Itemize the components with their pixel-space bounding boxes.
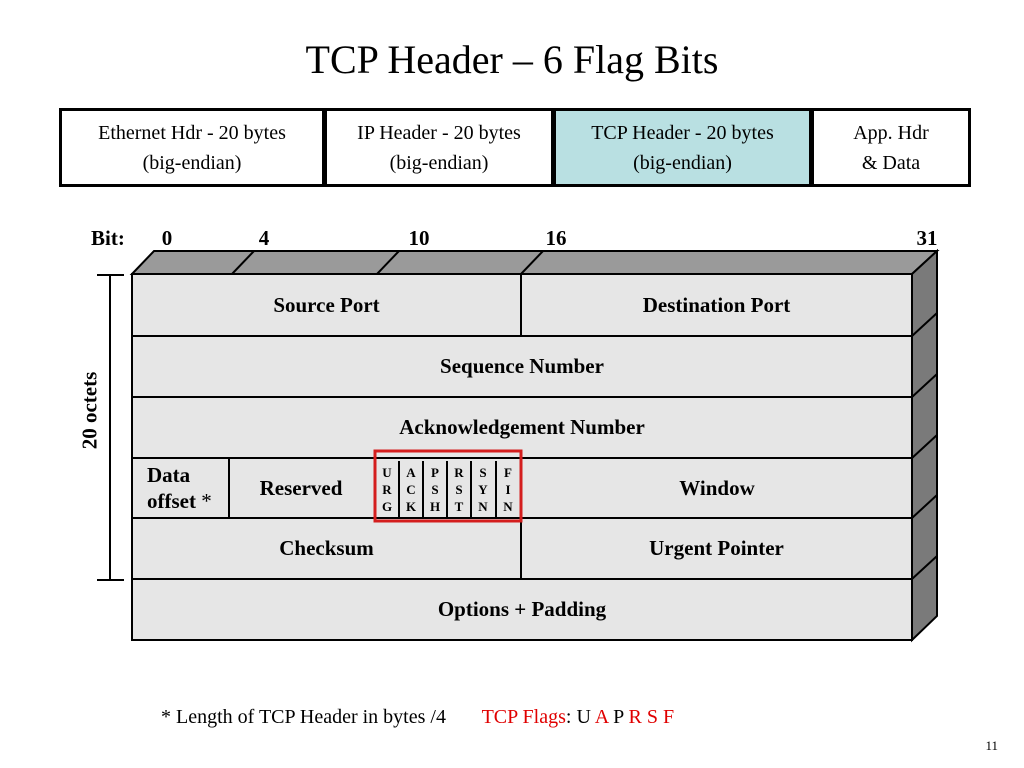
flag-rst-letter: R [454,464,464,480]
flag-psh-letter: S [431,481,439,497]
flag-rst-letter: T [454,498,464,514]
flag-syn: S Y N [471,461,495,517]
bit-label: Bit: [91,226,125,250]
octets-label-text: 20 octets [77,371,102,450]
field-sequence-number-label: Sequence Number [430,351,614,382]
stack-ethernet-line1: Ethernet Hdr - 20 bytes [98,121,286,144]
flag-syn-letter: N [478,498,488,514]
field-data-offset-marker: * [201,489,212,513]
stack-ip: IP Header - 20 bytes (big-endian) [324,108,554,187]
bit-tick-0: 0 [161,226,173,250]
field-urgent-pointer: Urgent Pointer [522,519,911,578]
footer-flags-sep: : [565,706,572,728]
field-source-port-label: Source Port [263,289,390,321]
flag-psh-letter: H [429,498,441,514]
flag-fin-letter: N [503,498,513,514]
box-top-face [129,250,940,275]
field-window-label: Window [669,472,765,504]
footer-flags-label: TCP Flags [481,706,566,728]
flag-psh: P S H [423,461,447,517]
flag-ack: A C K [399,461,423,517]
field-window: Window [523,459,911,517]
stack-ip-line1: IP Header - 20 bytes [357,121,521,144]
flag-urg-letter: R [382,481,392,497]
stack-app-line2: & Data [861,151,921,174]
footer-note-text: * Length of TCP Header in bytes /4 [161,706,446,728]
slide-title: TCP Header – 6 Flag Bits [305,37,719,82]
field-reserved: Reserved [230,459,372,517]
flags-highlight-box [373,449,523,523]
top-divider-4 [231,250,255,275]
flag-urg-letter: U [382,464,392,480]
footer-flag-a: A [594,706,609,728]
field-sequence-number: Sequence Number [133,337,911,396]
footer-flag-f: F [663,706,675,728]
stack-ip-line2: (big-endian) [389,151,489,174]
footer-flag-p: P [613,706,624,728]
stack-ethernet-line2: (big-endian) [142,151,242,174]
flag-ack-letter: K [405,498,417,514]
stack-ethernet: Ethernet Hdr - 20 bytes (big-endian) [59,108,325,187]
bit-tick-10: 10 [408,226,430,250]
flag-syn-letter: S [479,464,487,480]
stack-app-line1: App. Hdr [853,121,929,144]
field-ack-number-label: Acknowledgement Number [389,412,655,443]
page-number: 11 [985,738,998,753]
flag-ack-letter: C [406,481,416,497]
field-destination-port: Destination Port [522,275,911,335]
flag-rst-letter: S [455,481,463,497]
flag-urg-letter: G [381,498,393,514]
stack-tcp: TCP Header - 20 bytes (big-endian) [553,108,812,187]
flag-psh-letter: P [431,464,439,480]
field-ack-number: Acknowledgement Number [133,398,911,457]
bit-tick-4: 4 [258,226,270,250]
field-reserved-label: Reserved [249,472,353,504]
stack-tcp-line2: (big-endian) [633,151,732,174]
field-options: Options + Padding [133,580,911,639]
footer-flag-r: R [628,706,642,728]
footer-note: * Length of TCP Header in bytes /4 TCP F… [161,706,674,729]
field-source-port: Source Port [133,275,520,335]
footer-flag-s: S [646,706,658,728]
bit-tick-16: 16 [545,226,567,250]
field-data-offset: Data offset * [133,459,228,517]
top-divider-10 [376,250,400,275]
field-destination-port-label: Destination Port [632,289,801,321]
top-divider-16 [520,250,544,275]
field-checksum: Checksum [133,519,520,578]
field-options-label: Options + Padding [427,594,617,625]
stack-app: App. Hdr & Data [811,108,971,187]
flag-syn-letter: Y [478,481,488,497]
field-urgent-pointer-label: Urgent Pointer [639,533,794,564]
field-checksum-label: Checksum [269,533,384,564]
flag-fin-letter: F [504,464,512,480]
protocol-stack: Ethernet Hdr - 20 bytes (big-endian) IP … [59,108,971,187]
flag-rst: R S T [447,461,471,517]
flag-ack-letter: A [406,464,416,480]
flag-urg: U R G [375,461,399,517]
flag-fin-letter: I [505,481,511,497]
footer-flag-u: U [576,706,591,728]
field-data-offset-line2: offset [147,489,196,513]
field-data-offset-line1: Data [147,463,191,487]
bit-tick-31: 31 [916,226,938,250]
flag-fin: F I N [496,461,520,517]
stack-tcp-line1: TCP Header - 20 bytes [591,121,774,144]
